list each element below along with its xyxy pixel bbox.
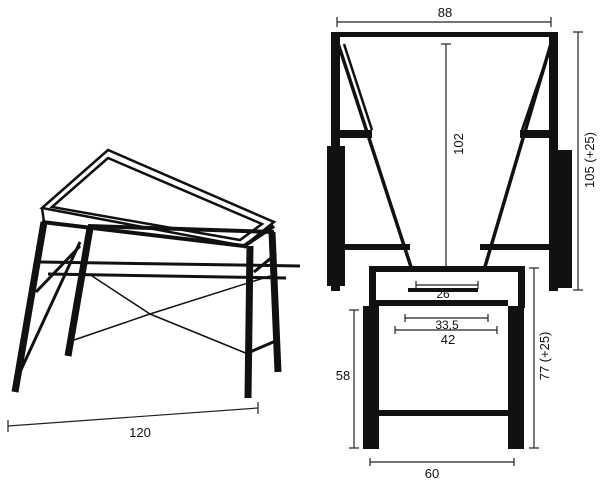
dimension-label-33-5: 33,5 — [435, 318, 459, 332]
hopper-top-rim — [39, 148, 277, 249]
dimension-label-58: 58 — [336, 368, 350, 383]
front-view: 88 102 105 (+25) — [327, 5, 597, 291]
leg-braces — [18, 241, 279, 373]
dimension-label-88: 88 — [438, 5, 452, 20]
dimension-label-105: 105 (+25) — [582, 132, 597, 188]
frame-crossbars — [340, 130, 550, 250]
top-frame — [41, 220, 276, 248]
hopper-rim — [331, 32, 558, 37]
dimension-label-42: 42 — [441, 332, 455, 347]
dimension-inner-span-outer: 42 — [394, 326, 498, 347]
hopper-funnel — [334, 36, 555, 272]
dimension-hopper-top-width: 88 — [336, 5, 552, 27]
dimension-stand-width: 60 — [369, 458, 515, 481]
dimension-label-77: 77 (+25) — [537, 332, 552, 381]
stand-shelves — [376, 288, 508, 416]
perspective-view: 120 — [7, 148, 301, 440]
dimension-perspective-length: 120 — [7, 402, 259, 440]
stand-view: 26 33,5 42 58 77 (+25) — [336, 266, 552, 481]
dimension-hopper-height: 102 — [441, 43, 466, 269]
dimension-outlet-width: 26 — [415, 281, 479, 301]
dimension-stand-leg-height: 58 — [336, 309, 359, 449]
dimension-label-120: 120 — [129, 425, 151, 440]
cross-braces — [73, 275, 271, 355]
dimension-label-60: 60 — [425, 466, 439, 481]
dimension-label-102: 102 — [451, 133, 466, 155]
stand-legs — [363, 306, 524, 449]
dimension-stand-total-height: 77 (+25) — [529, 267, 552, 449]
dimension-inner-span: 33,5 — [404, 314, 489, 332]
legs — [11, 221, 282, 399]
dimension-frame-height: 105 (+25) — [573, 31, 597, 291]
frame-posts — [327, 33, 572, 291]
stand-top-frame — [369, 266, 525, 308]
dimension-label-26: 26 — [436, 287, 450, 301]
